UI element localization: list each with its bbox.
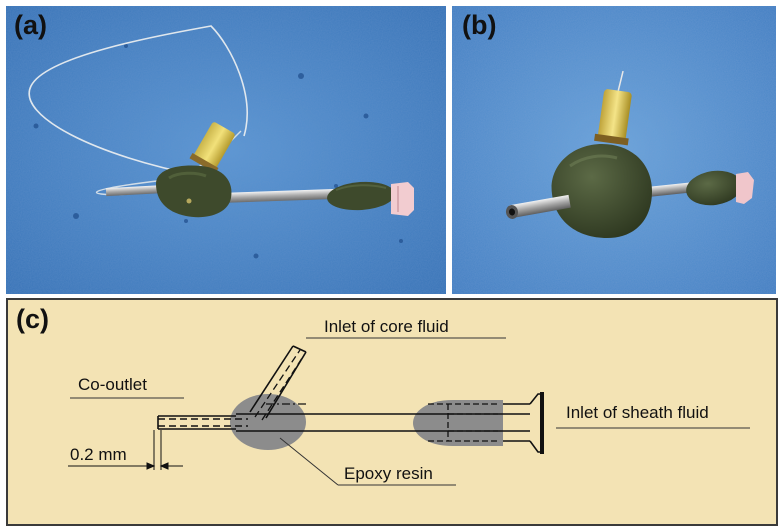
epoxy-region-junction xyxy=(230,394,306,450)
photo-b-illustration xyxy=(452,6,776,294)
photo-a-illustration xyxy=(6,6,446,294)
sheath-epoxy-b xyxy=(686,170,742,206)
label-inlet-sheath: Inlet of sheath fluid xyxy=(566,403,709,422)
panel-label-b: (b) xyxy=(462,10,497,40)
core-inlet-inner xyxy=(254,349,305,421)
leader-lines xyxy=(70,337,750,486)
photo-a-speckles xyxy=(33,44,403,259)
epoxy-blob-b xyxy=(551,144,652,238)
sheath-epoxy-a xyxy=(327,181,395,211)
label-inlet-core: Inlet of core fluid xyxy=(324,317,449,336)
sheath-connector xyxy=(503,393,543,453)
panel-label-c: (c) xyxy=(16,304,49,334)
co-outlet-tube-b xyxy=(509,194,571,219)
photo-panel-a: (a) xyxy=(6,6,446,294)
schematic-diagram: Inlet of core fluid Co-outlet Inlet of s… xyxy=(68,317,750,486)
pink-connector-a xyxy=(391,182,414,216)
co-outlet-tip xyxy=(157,415,236,430)
photo-panel-b: (b) xyxy=(452,6,776,294)
main-tube xyxy=(215,188,342,204)
inner-capillary xyxy=(158,418,248,427)
epoxy-blob-a xyxy=(156,165,232,218)
label-epoxy: Epoxy resin xyxy=(344,464,433,483)
pink-connector-b xyxy=(736,172,754,204)
yellow-inlet-b xyxy=(594,70,632,146)
label-dimension: 0.2 mm xyxy=(70,445,127,464)
label-co-outlet: Co-outlet xyxy=(78,375,147,394)
panel-label-a: (a) xyxy=(14,10,47,40)
sheath-flange xyxy=(540,392,544,454)
dimension-marker xyxy=(68,430,183,470)
capillary-loop xyxy=(28,25,248,177)
sheath-inner-structure xyxy=(428,403,498,442)
schematic-panel-c: Inlet of core fluid Co-outlet Inlet of s… xyxy=(6,298,778,526)
epoxy-region-sheath xyxy=(413,400,503,446)
